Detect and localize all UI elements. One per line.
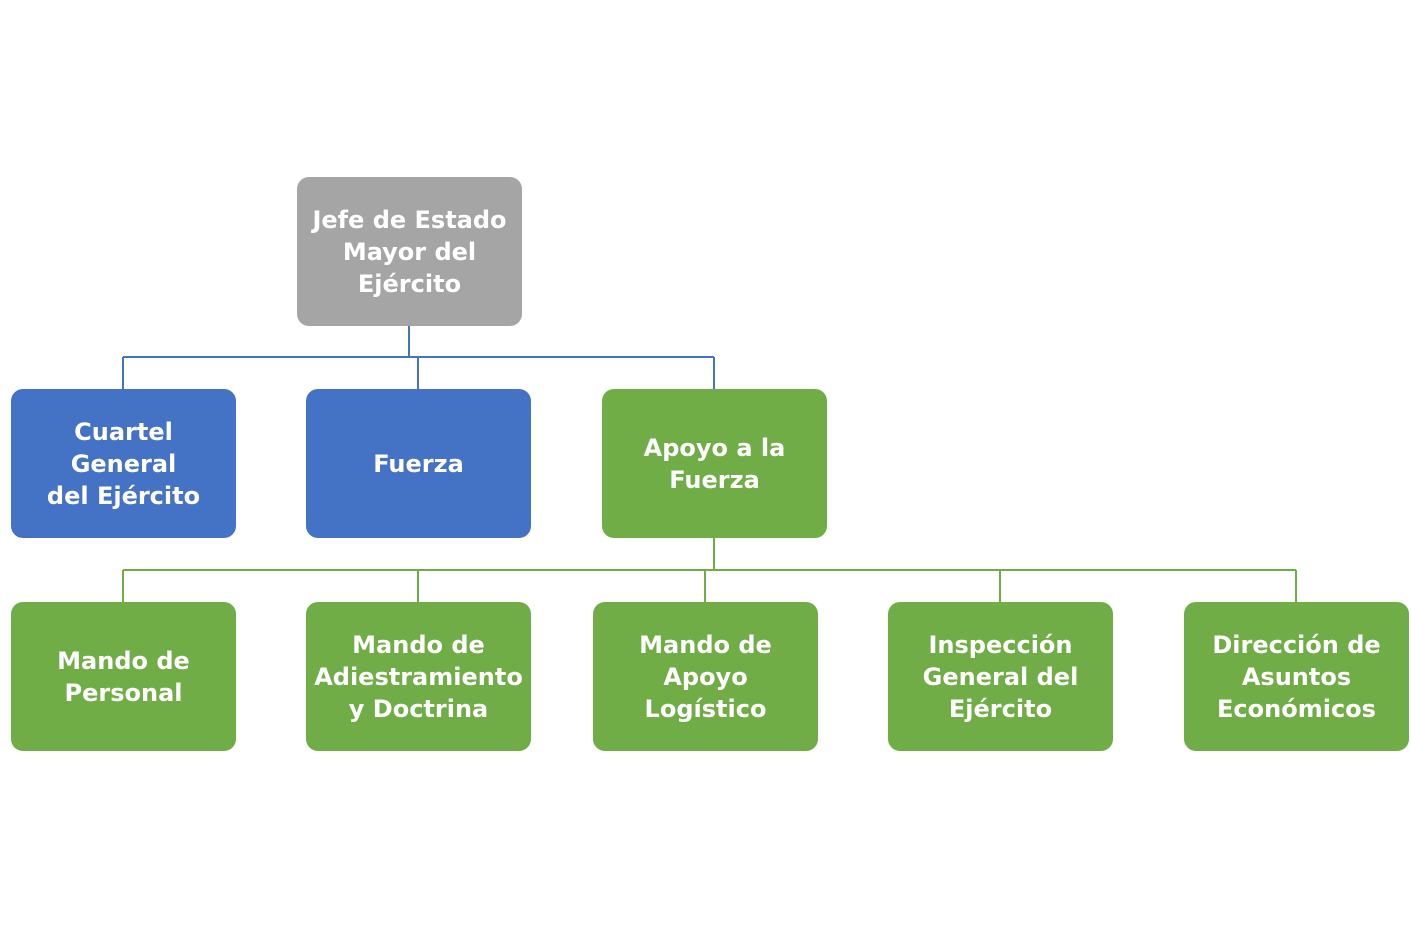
node-label: Cuartel General del Ejército xyxy=(46,417,201,510)
node-mando-adiestramiento: Mando de Adiestramiento y Doctrina xyxy=(306,602,531,751)
node-label: Mando de Adiestramiento y Doctrina xyxy=(314,630,523,723)
node-apoyo-fuerza: Apoyo a la Fuerza xyxy=(602,389,827,538)
node-cuartel-general: Cuartel General del Ejército xyxy=(11,389,236,538)
node-label: Mando de Personal xyxy=(57,646,190,707)
node-label: Inspección General del Ejército xyxy=(922,630,1079,723)
node-mando-personal: Mando de Personal xyxy=(11,602,236,751)
node-label: Apoyo a la Fuerza xyxy=(643,433,786,494)
node-mando-apoyo-logistico: Mando de Apoyo Logístico xyxy=(593,602,818,751)
node-label: Fuerza xyxy=(373,449,464,478)
node-label: Jefe de Estado Mayor del Ejército xyxy=(312,205,507,298)
node-fuerza: Fuerza xyxy=(306,389,531,538)
node-label: Dirección de Asuntos Económicos xyxy=(1212,630,1381,723)
node-jefe-estado-mayor: Jefe de Estado Mayor del Ejército xyxy=(297,177,522,326)
node-direccion-asuntos: Dirección de Asuntos Económicos xyxy=(1184,602,1409,751)
node-label: Mando de Apoyo Logístico xyxy=(639,630,772,723)
node-inspeccion-general: Inspección General del Ejército xyxy=(888,602,1113,751)
